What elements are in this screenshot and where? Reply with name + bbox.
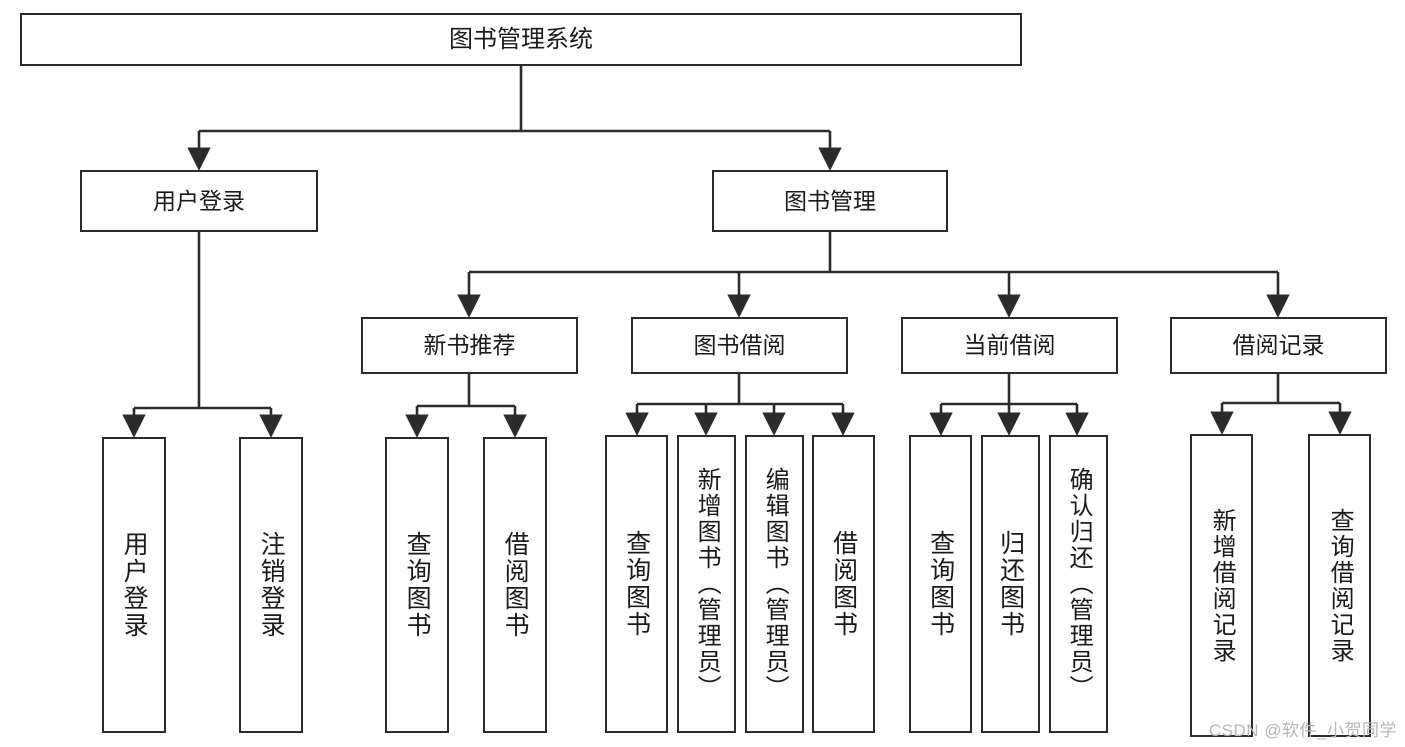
node-label: 借阅图书 xyxy=(501,531,530,639)
node-label: 新书推荐 xyxy=(423,332,516,359)
node-new-book-recommend[interactable]: 新书推荐 xyxy=(361,317,578,374)
node-label: 确认归还（管理员） xyxy=(1065,467,1093,701)
csdn-watermark: CSDN @软件_小贺同学 xyxy=(1208,721,1397,740)
node-current-borrow[interactable]: 当前借阅 xyxy=(901,317,1118,374)
node-label: 图书借阅 xyxy=(693,332,786,359)
node-book-borrow[interactable]: 图书借阅 xyxy=(631,317,848,374)
node-book-management[interactable]: 图书管理 xyxy=(712,170,948,232)
leaf-new-book-query-book[interactable]: 查询图书 xyxy=(385,437,449,733)
node-label: 编辑图书（管理员） xyxy=(761,467,789,701)
node-label: 当前借阅 xyxy=(963,332,1056,359)
node-user-login[interactable]: 用户登录 xyxy=(80,170,318,232)
node-label: 用户登录 xyxy=(120,531,149,639)
leaf-new-book-borrow-book[interactable]: 借阅图书 xyxy=(483,437,547,733)
node-borrow-record[interactable]: 借阅记录 xyxy=(1170,317,1387,374)
node-label: 查询借阅记录 xyxy=(1326,507,1354,664)
node-label: 借阅图书 xyxy=(829,530,858,638)
leaf-record-add-borrow-record[interactable]: 新增借阅记录 xyxy=(1190,434,1253,737)
node-label: 借阅记录 xyxy=(1232,332,1325,359)
node-label: 查询图书 xyxy=(622,530,651,638)
node-label: 归还图书 xyxy=(996,530,1025,638)
node-label: 新增借阅记录 xyxy=(1208,507,1236,664)
leaf-borrow-query-book[interactable]: 查询图书 xyxy=(605,435,668,733)
node-label: 图书管理 xyxy=(784,187,876,214)
node-root-book-management-system[interactable]: 图书管理系统 xyxy=(20,13,1022,66)
leaf-borrow-edit-book-admin[interactable]: 编辑图书（管理员） xyxy=(745,435,804,733)
leaf-borrow-add-book-admin[interactable]: 新增图书（管理员） xyxy=(677,435,736,733)
node-label: 新增图书（管理员） xyxy=(693,467,721,701)
node-label: 用户登录 xyxy=(153,187,245,214)
leaf-current-query-book[interactable]: 查询图书 xyxy=(909,435,972,733)
node-label: 查询图书 xyxy=(926,530,955,638)
leaf-user-login[interactable]: 用户登录 xyxy=(102,437,166,733)
leaf-record-query-borrow-record[interactable]: 查询借阅记录 xyxy=(1308,434,1371,737)
leaf-current-confirm-return-admin[interactable]: 确认归还（管理员） xyxy=(1049,435,1108,733)
leaf-borrow-borrow-book[interactable]: 借阅图书 xyxy=(812,435,875,733)
leaf-current-return-book[interactable]: 归还图书 xyxy=(981,435,1040,733)
node-label: 查询图书 xyxy=(403,531,432,639)
node-label: 注销登录 xyxy=(257,531,286,639)
node-label: 图书管理系统 xyxy=(449,25,593,53)
leaf-logout[interactable]: 注销登录 xyxy=(239,437,303,733)
